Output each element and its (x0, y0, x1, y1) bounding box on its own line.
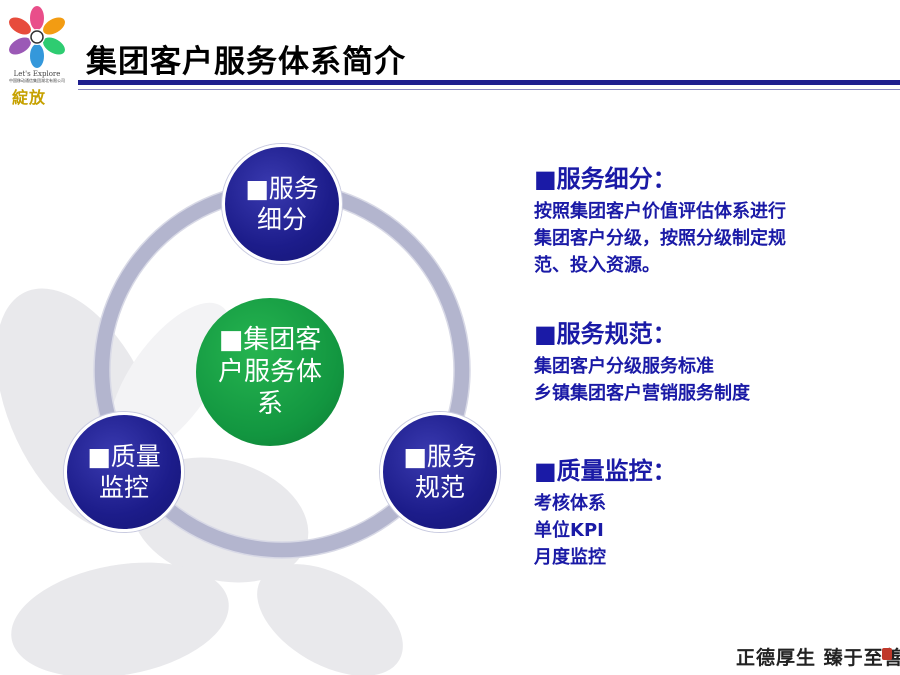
node-service-segmentation: ■服务细分 (222, 144, 342, 264)
center-node: ■集团客户服务体系 (196, 298, 344, 446)
logo-caption-line2: 中国移动通信集团湖北有限公司 (9, 78, 65, 83)
footer-motto: 正德厚生 臻于至善 (736, 647, 900, 669)
node-label: ■质量监控 (87, 442, 161, 502)
section-service-segmentation: ■服务细分： 按照集团客户价值评估体系进行 集团客户分级，按照分级制定规 范、投… (534, 164, 874, 279)
flower-logo-icon (9, 6, 65, 68)
title-divider-thin (78, 89, 900, 90)
section-line: 乡镇集团客户营销服务制度 (534, 383, 750, 404)
node-label: ■服务规范 (403, 442, 477, 502)
section-service-standards: ■服务规范： 集团客户分级服务标准 乡镇集团客户营销服务制度 (534, 319, 874, 407)
section-line: 单位KPI (534, 520, 604, 541)
brand-logo: Let's Explore 中国移动通信集团湖北有限公司 綻放 (4, 4, 70, 107)
section-line: 集团客户分级，按照分级制定规 (534, 228, 786, 249)
section-body: 考核体系 单位KPI 月度监控 (534, 490, 874, 571)
section-heading: ■服务规范： (534, 320, 677, 348)
center-node-label: ■集团客户服务体系 (217, 325, 322, 419)
section-body: 集团客户分级服务标准 乡镇集团客户营销服务制度 (534, 353, 874, 407)
node-label: ■服务细分 (245, 174, 319, 234)
title-divider (78, 80, 900, 85)
seal-icon (882, 648, 892, 660)
section-heading: ■服务细分： (534, 165, 677, 193)
section-heading: ■质量监控： (534, 457, 677, 485)
logo-caption-line1: Let's Explore (13, 70, 61, 78)
section-line: 按照集团客户价值评估体系进行 (534, 201, 786, 222)
node-quality-monitoring: ■质量监控 (64, 412, 184, 532)
node-service-standards: ■服务规范 (380, 412, 500, 532)
logo-caption: Let's Explore 中国移动通信集团湖北有限公司 (4, 70, 70, 83)
section-line: 范、投入资源。 (534, 255, 660, 276)
page-title: 集团客户服务体系简介 (86, 44, 406, 80)
section-line: 月度监控 (534, 547, 606, 568)
section-line: 考核体系 (534, 493, 606, 514)
section-body: 按照集团客户价值评估体系进行 集团客户分级，按照分级制定规 范、投入资源。 (534, 198, 874, 279)
section-line: 集团客户分级服务标准 (534, 356, 714, 377)
logo-name: 綻放 (12, 88, 47, 107)
section-quality-monitoring: ■质量监控： 考核体系 单位KPI 月度监控 (534, 456, 874, 571)
